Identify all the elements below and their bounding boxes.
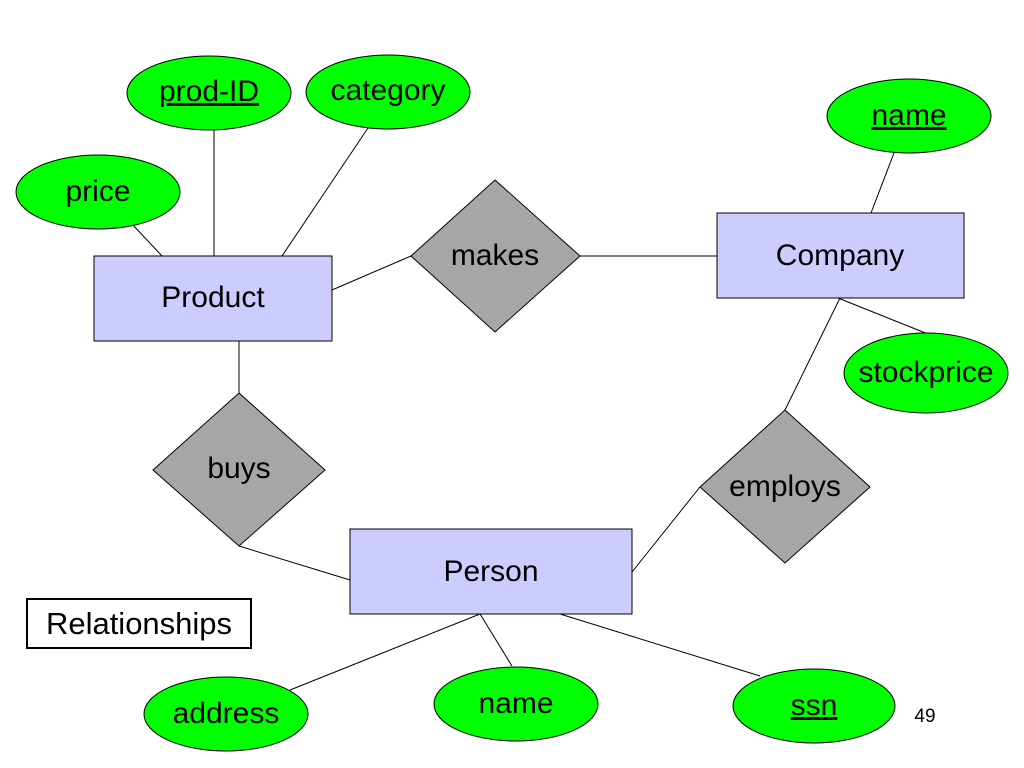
entity-person: Person (349, 528, 633, 615)
connector-lines (131, 127, 929, 691)
line-company-stockprice (837, 297, 929, 335)
page-number: 49 (914, 706, 936, 727)
slide-label-box: Relationships (26, 598, 252, 649)
entity-person-label: Person (443, 555, 538, 588)
attribute-person-name-label: name (478, 687, 553, 720)
attribute-stockprice: stockprice (843, 332, 1009, 414)
relationship-employs: employs (699, 409, 871, 564)
line-company-name (870, 144, 898, 214)
attribute-category-label: category (330, 74, 445, 107)
attribute-category: category (305, 54, 471, 130)
slide-label-text: Relationships (45, 605, 233, 641)
entity-product-label: Product (161, 281, 265, 314)
attribute-person-name: name (433, 666, 599, 742)
attribute-stockprice-label: stockprice (858, 356, 993, 389)
relationship-makes-label: makes (451, 239, 539, 272)
relationship-makes: makes (410, 179, 581, 333)
line-company-employs (784, 297, 841, 411)
line-product-makes (331, 255, 412, 291)
attribute-company-name: name (826, 78, 992, 154)
relationship-employs-label: employs (729, 470, 841, 503)
line-product-price (131, 223, 163, 257)
relationship-buys-label: buys (207, 452, 270, 485)
attribute-prod-id-label: prod-ID (159, 75, 259, 108)
entity-product: Product (93, 255, 333, 342)
attribute-price: price (15, 154, 181, 230)
attribute-address-label: address (173, 697, 280, 730)
attribute-prod-id: prod-ID (126, 55, 292, 131)
relationship-buys: buys (152, 392, 326, 547)
attribute-company-name-label: name (871, 99, 946, 132)
attribute-ssn: ssn (732, 668, 896, 744)
attribute-price-label: price (65, 175, 130, 208)
line-person-address (289, 613, 481, 691)
line-person-name (479, 613, 513, 667)
line-product-category (281, 127, 369, 257)
entity-company: Company (716, 212, 965, 299)
line-person-ssn (559, 613, 761, 677)
attribute-address: address (143, 676, 309, 752)
line-buys-person (238, 545, 351, 581)
entity-company-label: Company (776, 239, 904, 272)
line-employs-person (631, 486, 701, 573)
attribute-ssn-label: ssn (791, 689, 838, 722)
